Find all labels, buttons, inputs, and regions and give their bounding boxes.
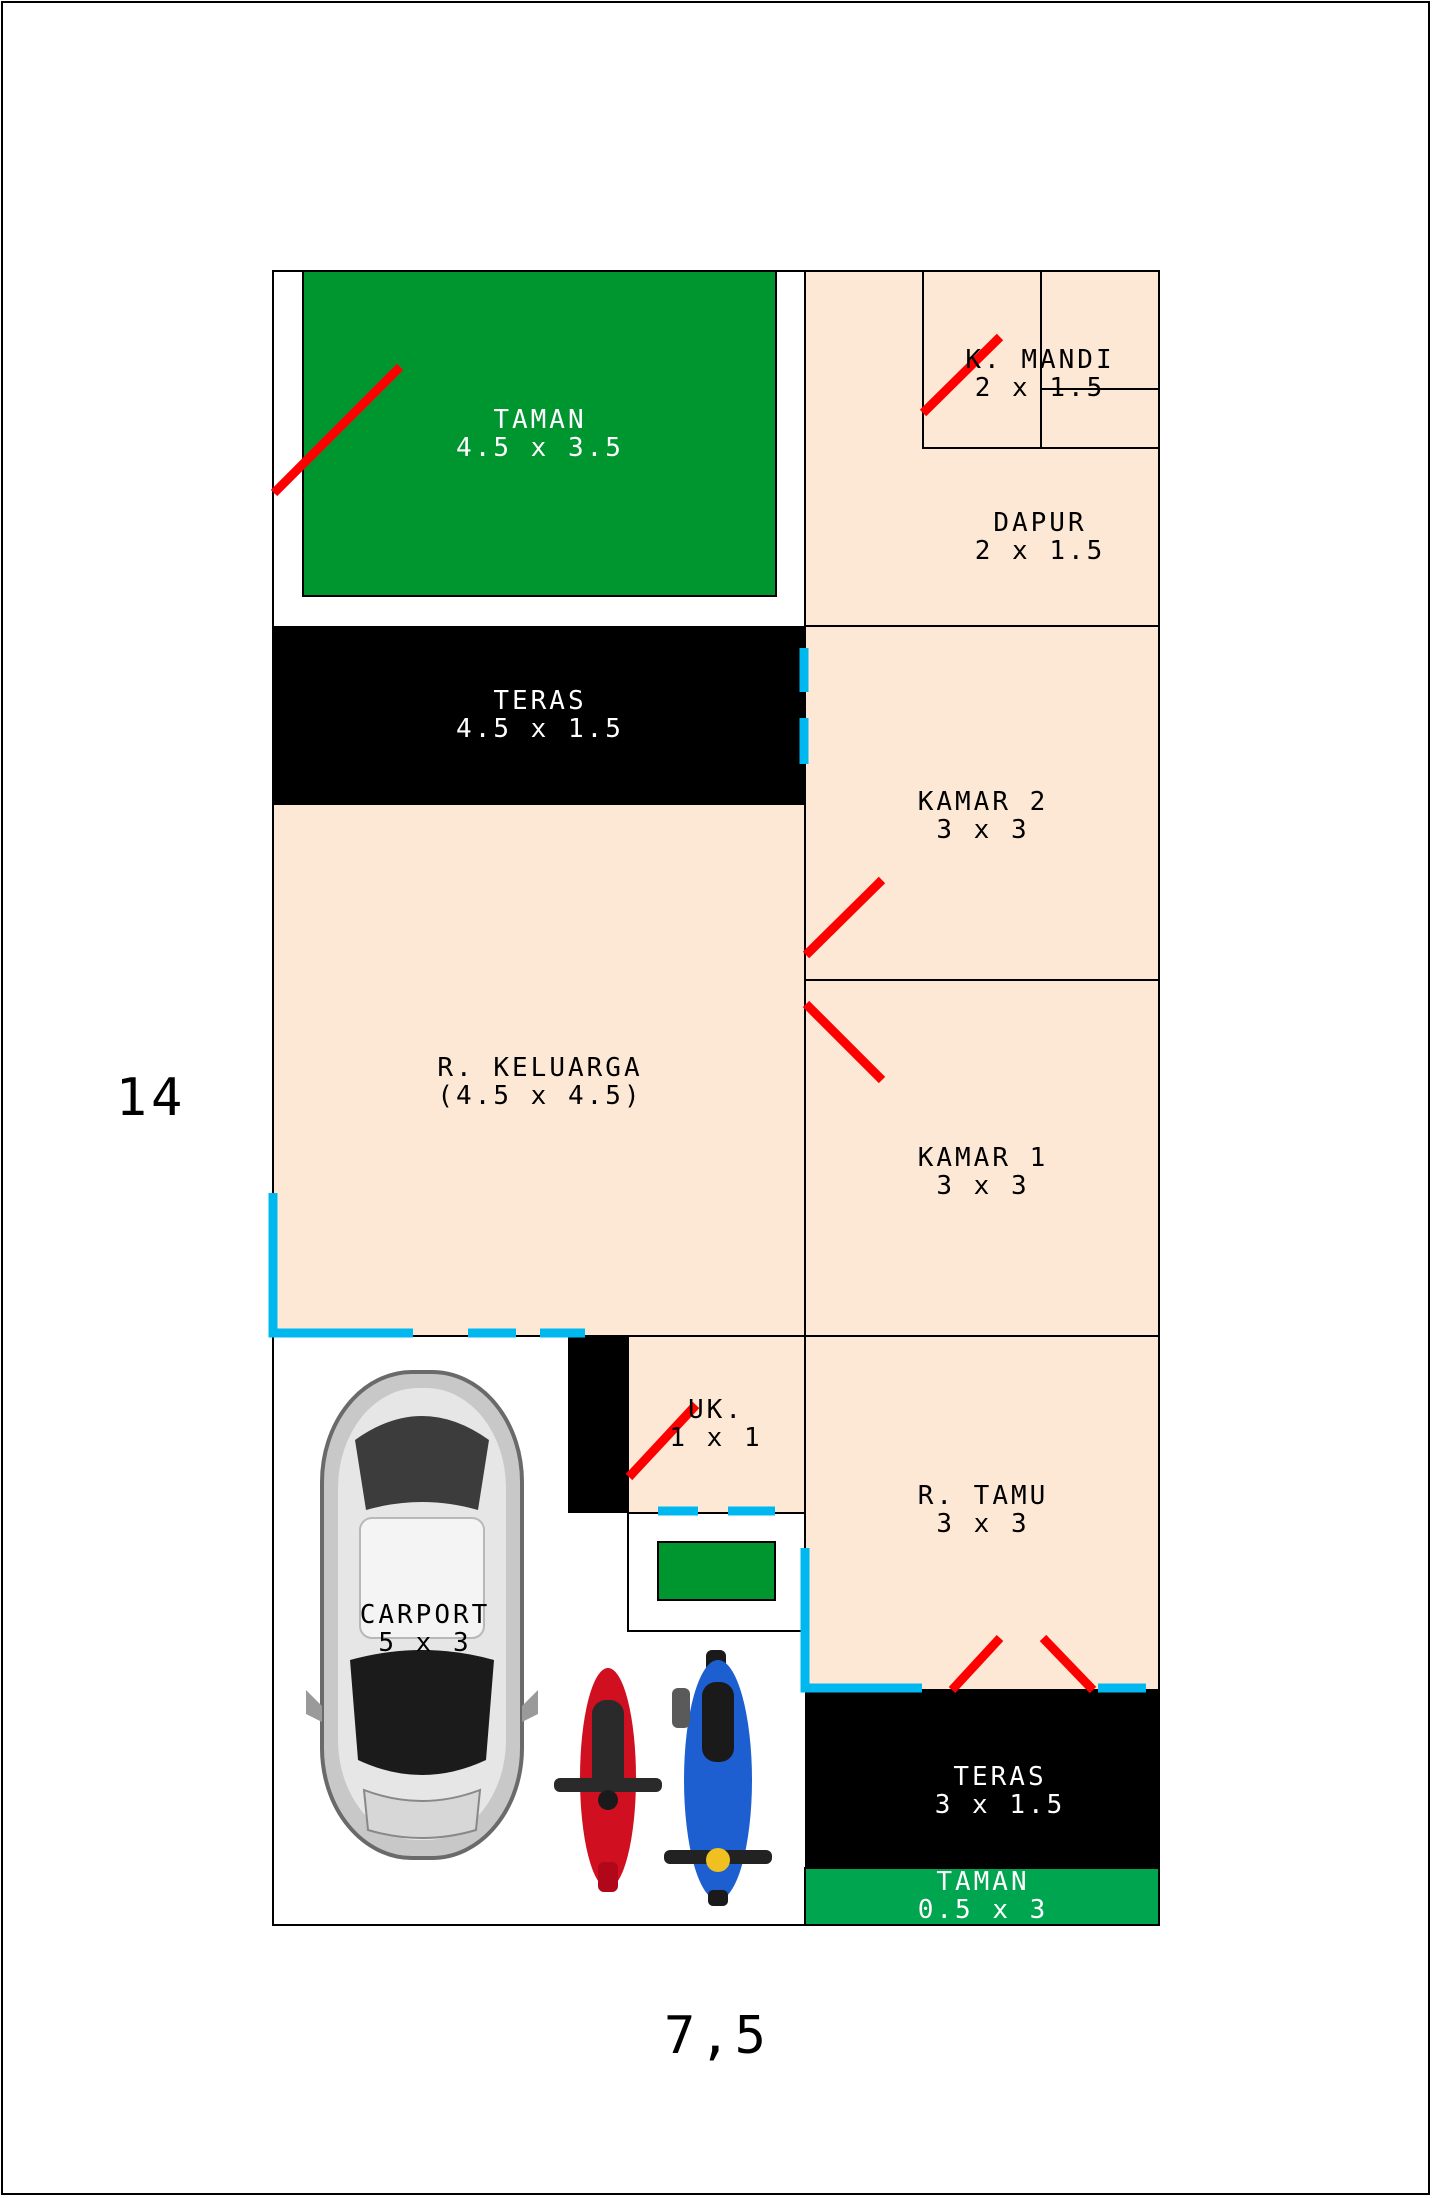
bedroom-2 [804, 625, 1160, 981]
door-bedroom-1 [802, 1000, 886, 1084]
wc-wall-block [568, 1336, 628, 1513]
room-size: 4.5 x 1.5 [456, 714, 624, 744]
room-name: TERAS [493, 686, 587, 716]
room-name: R. KELUARGA [437, 1053, 643, 1083]
label-wc: UK. 1 x 1 [669, 1396, 762, 1452]
garden-front [804, 1867, 1160, 1926]
red-scooter-icon [554, 1668, 662, 1892]
room-size: 5 x 3 [378, 1628, 472, 1658]
width-dimension: 7,5 [664, 2006, 770, 2066]
terrace-front [805, 1690, 1159, 1868]
room-name: CARPORT [359, 1600, 491, 1630]
room-size: 0.5 x 3 [917, 1895, 1049, 1925]
small-garden [657, 1541, 776, 1601]
room-name: TERAS [953, 1762, 1047, 1792]
room-name: TAMAN [936, 1867, 1030, 1897]
bedroom-1 [804, 979, 1160, 1337]
room-name: KAMAR 1 [917, 1143, 1049, 1173]
room-name: K. MANDI [965, 345, 1115, 375]
label-r-tamu: R. TAMU 3 x 3 [918, 1482, 1049, 1538]
length-dimension: 14 [115, 1068, 187, 1128]
room-size: 3 x 3 [936, 1509, 1030, 1539]
door-wc [625, 1401, 700, 1481]
room-size: (4.5 x 4.5) [437, 1081, 643, 1111]
label-taman-back: TAMAN 4.5 x 3.5 [456, 406, 624, 462]
label-kamar-2: KAMAR 2 3 x 3 [918, 788, 1049, 844]
label-taman-front: TAMAN 0.5 x 3 [918, 1868, 1049, 1924]
car-icon [306, 1370, 538, 1860]
room-size: 2 x 1.5 [974, 536, 1106, 566]
door-taman [270, 363, 404, 497]
room-name: DAPUR [993, 508, 1087, 538]
door-bathroom [919, 333, 1004, 417]
label-k-mandi: K. MANDI 2 x 1.5 [965, 346, 1114, 402]
label-dapur: DAPUR 2 x 1.5 [975, 509, 1106, 565]
door-front-right [1039, 1634, 1097, 1694]
windows [268, 648, 1146, 1693]
terrace-back [273, 626, 805, 804]
room-size: 3 x 3 [936, 815, 1030, 845]
room-size: 3 x 3 [936, 1171, 1030, 1201]
family-room [272, 803, 806, 1337]
label-r-keluarga: R. KELUARGA (4.5 x 4.5) [437, 1054, 642, 1110]
wc-room [627, 1335, 806, 1514]
label-kamar-1: KAMAR 1 3 x 3 [918, 1144, 1049, 1200]
door-front-left [948, 1634, 1004, 1694]
room-name: UK. [688, 1395, 744, 1425]
blue-motorbike-icon [664, 1650, 772, 1906]
room-size: 2 x 1.5 [974, 373, 1106, 403]
label-teras-front: TERAS 3 x 1.5 [935, 1763, 1066, 1819]
garden-back [302, 270, 777, 597]
label-carport: CARPORT 5 x 3 [360, 1601, 491, 1657]
room-name: KAMAR 2 [917, 787, 1049, 817]
label-teras-back: TERAS 4.5 x 1.5 [456, 687, 624, 743]
room-size: 4.5 x 3.5 [456, 433, 624, 463]
door-swings [270, 333, 1097, 1694]
room-size: 3 x 1.5 [934, 1790, 1066, 1820]
door-bedroom-2 [802, 876, 886, 959]
room-size: 1 x 1 [669, 1423, 763, 1453]
room-name: R. TAMU [917, 1481, 1049, 1511]
room-name: TAMAN [493, 405, 587, 435]
